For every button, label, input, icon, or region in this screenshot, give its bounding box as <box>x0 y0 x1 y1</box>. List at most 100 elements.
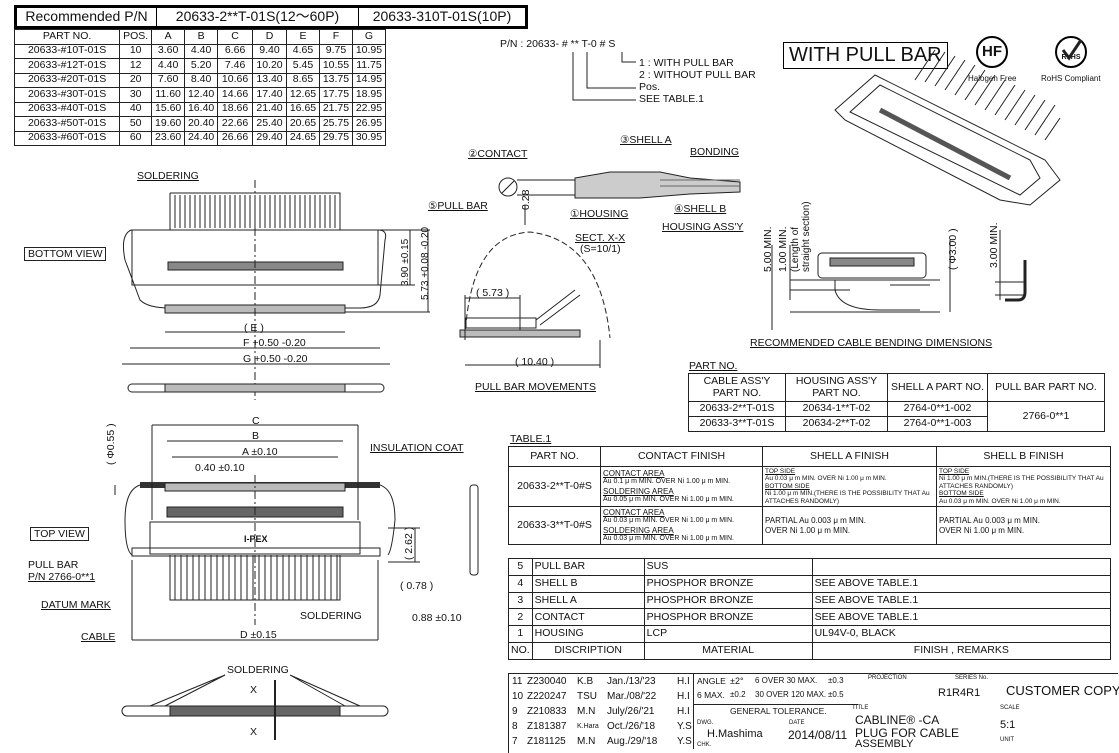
material-cell: 2 <box>508 608 533 627</box>
dim-262: ( 2.62 ) <box>403 526 415 560</box>
section-mark-x1: X <box>250 684 258 696</box>
t1-text: BOTTOM SIDE <box>939 490 984 498</box>
material-cell: SEE ABOVE TABLE.1 <box>811 574 1112 593</box>
revision-cell: Z181387 <box>527 721 567 732</box>
pn-header-housing: HOUSING ASS'Y PART NO. <box>785 373 888 402</box>
pn-header-pull-bar: PULL BAR PART NO. <box>987 373 1105 402</box>
t1-header: SHELL A FINISH <box>762 446 937 467</box>
end-soldering: SOLDERING <box>227 664 289 676</box>
tb-scale: 5:1 <box>1000 719 1016 731</box>
revision-cell: M.N <box>577 736 596 747</box>
t1-text: Ni 1.00 μ m MIN.(THERE IS THE POSSIBILIT… <box>939 475 1104 490</box>
material-cell: SEE ABOVE TABLE.1 <box>811 591 1112 610</box>
dim-cell: 25.75 <box>318 116 353 132</box>
dim-cell: 26.66 <box>217 130 254 146</box>
material-cell: SHELL A <box>531 591 645 610</box>
bottom-view-drawing <box>122 180 430 400</box>
title-block <box>508 673 1118 753</box>
table1-label: TABLE.1 <box>510 433 552 445</box>
tb-date: 2014/08/11 <box>788 728 848 742</box>
dim-cell: 25.40 <box>252 116 287 132</box>
label-insulation-coat: INSULATION COAT <box>370 442 464 454</box>
section-scale: (S=10/1) <box>580 243 621 255</box>
label-datum-mark: DATUM MARK <box>41 599 111 611</box>
material-cell: CONTACT <box>531 608 645 627</box>
pn-option-1: 1 : WITH PULL BAR <box>639 57 734 69</box>
t1-text: PARTIAL Au 0.003 μ m MIN. <box>765 515 866 525</box>
section-mark-x2: X <box>250 726 258 738</box>
dim-c: C <box>252 415 260 427</box>
revision-cell: Z230040 <box>527 676 567 687</box>
bend-dim-1: 1.00 MIN. <box>777 226 789 272</box>
bottom-view-label: BOTTOM VIEW <box>24 247 107 261</box>
revision-cell: Y.S <box>677 736 692 747</box>
material-cell: PHOSPHOR BRONZE <box>643 591 813 610</box>
t1-header: PART NO. <box>508 446 601 467</box>
t1-text: TOP SIDE <box>765 467 796 475</box>
brand-mark: I-PEX <box>244 534 268 544</box>
tb-title-3: ASSEMBLY <box>855 738 914 750</box>
dim-cell: 29.40 <box>252 130 287 146</box>
t1-text: TOP SIDE <box>939 467 970 475</box>
material-cell: PHOSPHOR BRONZE <box>643 608 813 627</box>
revision-cell: Y.S <box>677 721 692 732</box>
t1-text: OVER Ni 1.00 μ m MIN. <box>765 525 851 535</box>
revision-cell: H.I <box>677 676 690 687</box>
tb-t1: 6 OVER 30 MAX. <box>755 676 818 685</box>
part-no-table: CABLE ASS'Y PART NO. HOUSING ASS'Y PART … <box>688 373 1105 432</box>
revision-cell: July/26/'21 <box>607 706 655 717</box>
tb-angle-tol: ±2° <box>730 676 744 686</box>
revision-cell: Z181125 <box>527 736 566 747</box>
t1-header: CONTACT FINISH <box>600 446 763 467</box>
dim-078: ( 0.78 ) <box>400 580 434 592</box>
t1-text: Ni 1.00 μ m MIN.(THERE IS THE POSSIBILIT… <box>765 490 930 505</box>
bend-dia: ( Φ3.00 ) <box>947 228 959 270</box>
dim-d: D ±0.15 <box>240 629 277 641</box>
dim-f: F +0.50 -0.20 <box>243 337 306 349</box>
tb-date-label: DATE <box>789 720 805 726</box>
t1-text: OVER Ni 1.00 μ m MIN. <box>939 525 1025 535</box>
material-cell: UL94V-0, BLACK <box>811 625 1112 644</box>
revision-cell: Aug./29/'18 <box>607 736 658 747</box>
pn-cell: 20634-1**T-02 <box>785 401 888 417</box>
t1-text: Au 0.03 μ m MIN. OVER Ni 1.00 μ m MIN. <box>603 535 734 543</box>
pull-bar-movements-drawing <box>459 231 611 368</box>
bend-dim-5: 5.00 MIN. <box>762 226 774 272</box>
revision-cell: 9 <box>512 706 518 717</box>
dim-b: B <box>252 430 260 442</box>
bottom-soldering: SOLDERING <box>137 170 199 182</box>
pn-see: SEE TABLE.1 <box>639 93 704 105</box>
revision-cell: 7 <box>512 736 518 747</box>
label-contact: ②CONTACT <box>468 148 528 160</box>
pn-header-cable: CABLE ASS'Y PART NO. <box>688 373 786 402</box>
t1-text: Au 0.03 μ m MIN. OVER Ni 1.00 μ m MIN. <box>939 497 1061 505</box>
dim-cell: 20633-#50T-01S <box>13 116 121 132</box>
dim-cell: 26.95 <box>351 116 387 132</box>
bend-dim-3: 3.00 MIN. <box>988 222 1000 268</box>
dim-cell: 20.40 <box>184 116 219 132</box>
t1-text: SOLDERING AREA <box>603 525 674 535</box>
material-cell: 4 <box>508 574 533 593</box>
revision-cell: K.Hara <box>577 723 599 730</box>
dim-cell: 24.40 <box>184 130 219 146</box>
dim-cell: 20633-#60T-01S <box>13 130 121 146</box>
tb-projection: PROJECTION <box>868 675 907 681</box>
top-view-label: TOP VIEW <box>30 527 89 541</box>
dim-cell: 29.75 <box>318 130 353 146</box>
tb-general: GENERAL TOLERANCE. <box>730 706 827 716</box>
tb-t2v: ±0.2 <box>730 690 746 699</box>
t1-part: 20633-2**T-0#S <box>508 466 601 507</box>
t1-text: Au 0.03 μ m MIN. OVER Ni 1.00 μ m MIN. <box>765 475 887 483</box>
revision-cell: M.N <box>577 706 596 717</box>
pbm-title: PULL BAR MOVEMENTS <box>475 381 596 393</box>
tb-customer-copy: CUSTOMER COPY <box>1006 683 1119 698</box>
